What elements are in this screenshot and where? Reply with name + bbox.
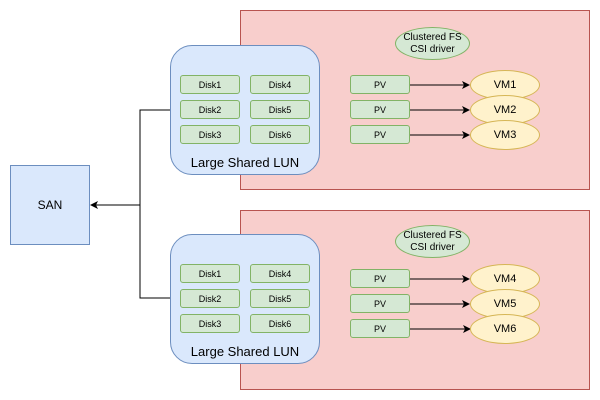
disk-2[interactable]: Disk2	[180, 289, 240, 308]
san-box[interactable]: SAN	[10, 165, 90, 245]
disk-4[interactable]: Disk4	[250, 264, 310, 283]
csi-driver-2[interactable]: Clustered FS CSI driver	[395, 225, 470, 258]
pv-1[interactable]: PV	[350, 75, 410, 94]
san-label: SAN	[37, 198, 63, 212]
disk-6[interactable]: Disk6	[250, 314, 310, 333]
lun1-to-san-line	[139, 109, 170, 299]
disk-3[interactable]: Disk3	[180, 314, 240, 333]
pv-3[interactable]: PV	[350, 125, 410, 144]
csi-driver-1[interactable]: Clustered FS CSI driver	[395, 27, 470, 60]
disk-5[interactable]: Disk5	[250, 100, 310, 119]
disk-5[interactable]: Disk5	[250, 289, 310, 308]
pv-6[interactable]: PV	[350, 319, 410, 338]
disk-3[interactable]: Disk3	[180, 125, 240, 144]
vm-3[interactable]: VM3	[470, 120, 540, 150]
lun-label: Large Shared LUN	[190, 344, 300, 359]
disk-1[interactable]: Disk1	[180, 75, 240, 94]
pv-2[interactable]: PV	[350, 100, 410, 119]
pv-4[interactable]: PV	[350, 269, 410, 288]
disk-2[interactable]: Disk2	[180, 100, 240, 119]
pv-5[interactable]: PV	[350, 294, 410, 313]
vm-6[interactable]: VM6	[470, 314, 540, 344]
disk-6[interactable]: Disk6	[250, 125, 310, 144]
disk-1[interactable]: Disk1	[180, 264, 240, 283]
disk-4[interactable]: Disk4	[250, 75, 310, 94]
lun-label: Large Shared LUN	[190, 155, 300, 170]
